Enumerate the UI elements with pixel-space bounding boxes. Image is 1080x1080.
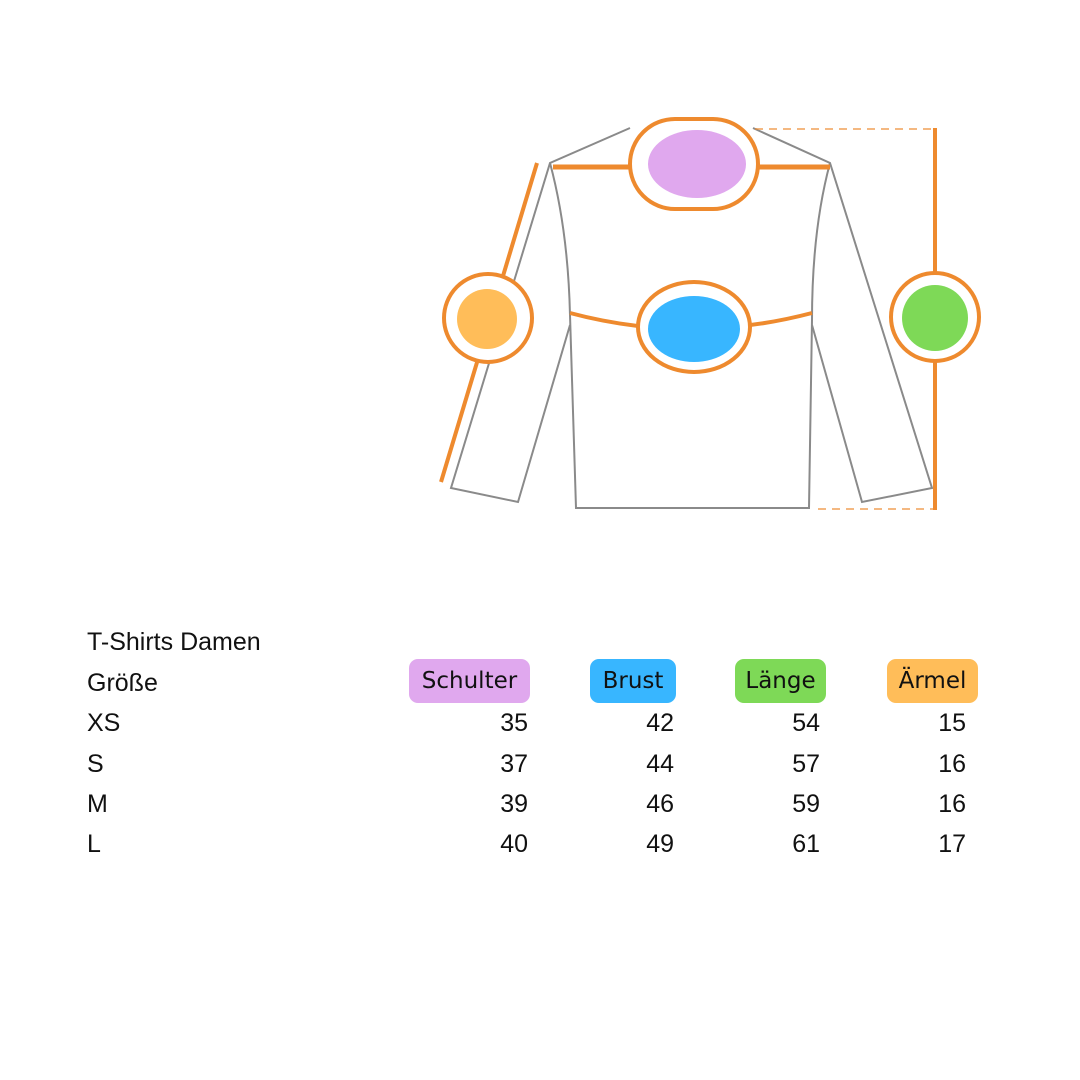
column-header-brust: Brust	[590, 659, 676, 703]
brust-value: 46	[646, 790, 674, 818]
schulter-value: 37	[500, 750, 528, 778]
size-label: L	[87, 830, 101, 858]
schulter-value: 40	[500, 830, 528, 858]
size-label: S	[87, 750, 104, 778]
size-label: XS	[87, 709, 121, 737]
size-column-header: Größe	[87, 669, 158, 697]
schulter-value: 39	[500, 790, 528, 818]
size-label: M	[87, 790, 108, 818]
garment-measurement-diagram	[420, 100, 1000, 530]
brust-marker-icon	[636, 280, 752, 374]
aermel-marker-icon	[442, 272, 534, 364]
table-title: T-Shirts Damen	[87, 628, 261, 656]
brust-value: 44	[646, 750, 674, 778]
shirt-outline-icon	[449, 127, 934, 509]
aermel-value: 15	[938, 709, 966, 737]
column-header-schulter: Schulter	[409, 659, 530, 703]
aermel-value: 17	[938, 830, 966, 858]
schulter-marker-icon	[628, 117, 760, 211]
laenge-value: 61	[792, 830, 820, 858]
brust-value: 49	[646, 830, 674, 858]
laenge-value: 54	[792, 709, 820, 737]
laenge-value: 57	[792, 750, 820, 778]
brust-value: 42	[646, 709, 674, 737]
aermel-value: 16	[938, 750, 966, 778]
laenge-value: 59	[792, 790, 820, 818]
schulter-value: 35	[500, 709, 528, 737]
column-header-laenge: Länge	[735, 659, 826, 703]
column-header-aermel: Ärmel	[887, 659, 978, 703]
aermel-value: 16	[938, 790, 966, 818]
laenge-marker-icon	[889, 271, 981, 363]
